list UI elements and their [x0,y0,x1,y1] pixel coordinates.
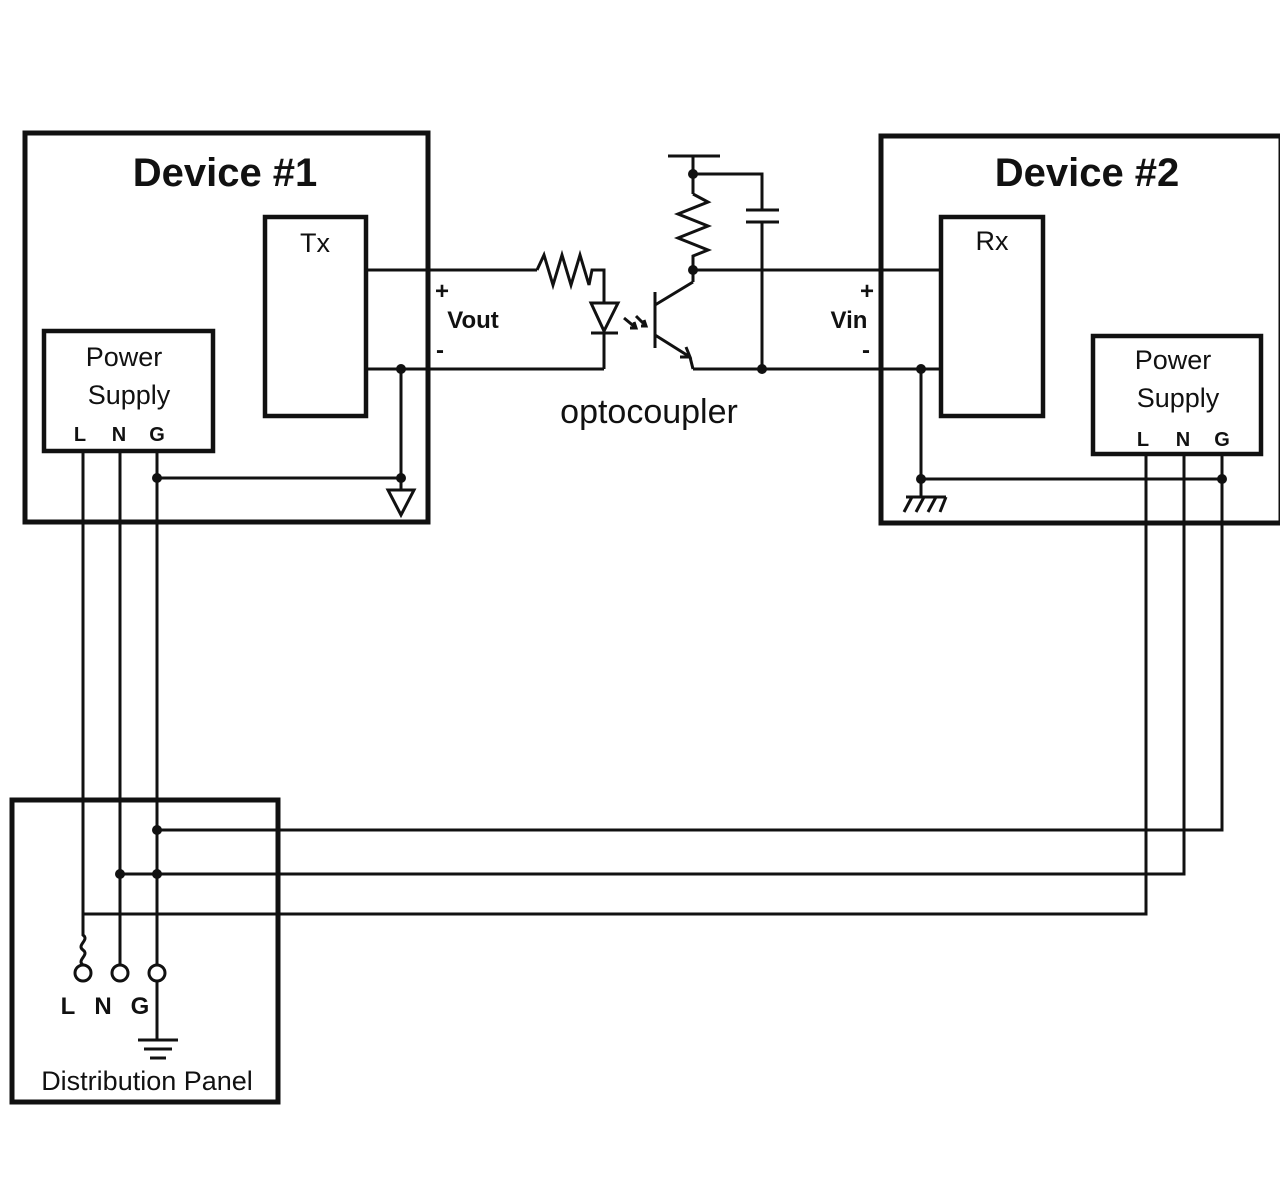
power-supply-2-n: N [1176,429,1190,451]
led-diode [588,301,621,369]
power-supply-1-line2: Supply [88,380,171,410]
rx-block [938,214,1046,419]
device-1: Device #1 Tx Power Supply L N G [22,130,431,525]
device-1-title: Device #1 [133,151,318,195]
device-2-box [878,133,1280,526]
vin-plus: + [860,278,874,305]
vin-minus: - [862,337,870,364]
pullup-resistor [673,192,713,270]
optocoupler-label: optocoupler [560,393,738,431]
power-supply-1-g: G [149,424,165,446]
panel-label-n: N [94,993,111,1020]
panel-junction-g2 [152,869,162,879]
device-1-box [22,130,431,525]
tx-label: Tx [300,228,330,258]
power-supply-1-l: L [74,424,86,446]
vout-plus: + [435,278,449,305]
led-resistor [535,249,606,303]
vout-label: Vout [447,307,499,334]
device-2-title: Device #2 [995,151,1180,195]
panel-terminal-l [73,963,93,983]
panel-label-g: G [131,993,150,1020]
power-supply-1-box [41,328,216,454]
vin-label: Vin [831,307,868,334]
panel-terminal-n [110,963,130,983]
power-supply-2-line2: Supply [1137,383,1220,413]
ground-run [157,454,1224,832]
earth-ground-symbol [138,981,178,1060]
power-supply-1-line1: Power [86,342,163,372]
power-supply-2-l: L [1137,429,1149,451]
power-supply-1-n: N [112,424,126,446]
light-arrows [623,314,649,330]
vout-minus: - [436,337,444,364]
power-supply-2-line1: Power [1135,345,1212,375]
distribution-panel-box [9,797,281,1105]
neutral-run [120,454,1186,876]
chassis-ground-symbol-2 [902,495,948,513]
rx-label: Rx [976,226,1009,256]
panel-fuse [79,914,87,967]
mains-wiring [81,451,1224,965]
tx-block [262,214,369,419]
optocoupler-circuit [366,154,941,374]
panel-junction-n [115,869,125,879]
power-supply-2-box [1090,333,1264,457]
device-2-junction-b [916,474,926,484]
power-supply-2-g: G [1214,429,1230,451]
panel-terminal-g [147,963,167,983]
chassis-ground-symbol-1 [385,478,417,519]
decoupling-capacitor [693,172,779,369]
panel-junction-g [152,825,162,835]
phototransistor [653,270,695,370]
panel-label-l: L [61,993,76,1020]
line-run [83,454,1148,916]
device-2: Device #2 Rx Power Supply L N G [878,133,1280,526]
distribution-panel-title: Distribution Panel [41,1066,253,1096]
distribution-panel: Distribution Panel L N G [9,797,281,1105]
